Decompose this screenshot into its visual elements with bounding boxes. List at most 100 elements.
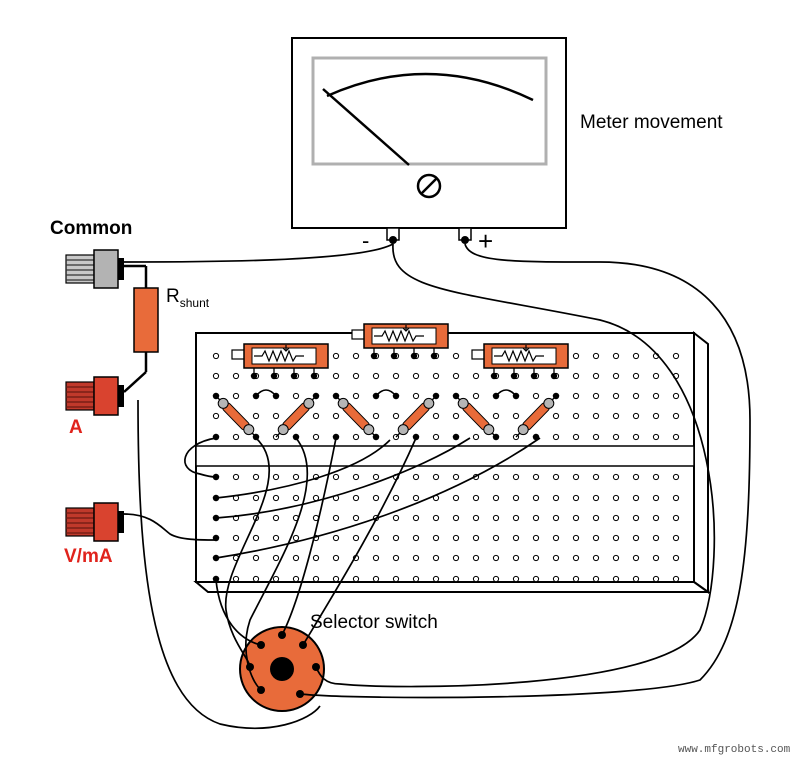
breadboard-hole — [452, 473, 460, 481]
breadboard-hole — [552, 473, 560, 481]
resistor-icon — [515, 395, 557, 438]
breadboard-hole — [532, 575, 540, 583]
breadboard-hole — [652, 534, 660, 542]
breadboard-hole — [492, 473, 500, 481]
breadboard-hole — [612, 412, 620, 420]
breadboard-hole — [632, 514, 640, 522]
meter-negative-terminal[interactable] — [386, 227, 400, 244]
breadboard-hole — [232, 534, 240, 542]
breadboard-hole — [472, 514, 480, 522]
breadboard-hole — [392, 575, 400, 583]
common-jack[interactable] — [65, 249, 124, 289]
breadboard-hole — [332, 372, 340, 380]
amp-jack[interactable] — [65, 376, 124, 416]
breadboard-hole — [572, 534, 580, 542]
breadboard-hole — [632, 412, 640, 420]
watermark: www.mfgrobots.com — [678, 744, 791, 756]
selector-switch[interactable] — [239, 626, 325, 712]
breadboard-hole — [372, 554, 380, 562]
shunt-resistor-label: Rshunt — [166, 286, 209, 310]
breadboard-hole — [352, 575, 360, 583]
meter-movement-label: Meter movement — [580, 112, 723, 133]
breadboard-hole — [552, 575, 560, 583]
shunt-resistor — [123, 264, 159, 393]
breadboard-hole — [492, 534, 500, 542]
breadboard-hole — [272, 473, 280, 481]
selector-switch-label: Selector switch — [310, 612, 438, 633]
breadboard-hole — [652, 392, 660, 400]
volt-ma-jack[interactable] — [65, 502, 124, 542]
breadboard-hole — [572, 372, 580, 380]
breadboard-hole — [492, 575, 500, 583]
breadboard-hole — [432, 514, 440, 522]
breadboard-hole — [352, 494, 360, 502]
breadboard-hole — [592, 554, 600, 562]
breadboard-hole — [552, 514, 560, 522]
breadboard-hole — [372, 575, 380, 583]
breadboard-hole — [672, 473, 680, 481]
breadboard-hole — [292, 494, 300, 502]
breadboard-hole — [632, 372, 640, 380]
potentiometer-icon — [374, 329, 424, 343]
breadboard-hole — [352, 514, 360, 522]
range-resistors — [215, 395, 557, 438]
breadboard-hole — [632, 575, 640, 583]
breadboard-hole — [552, 433, 560, 441]
breadboard-hole — [472, 494, 480, 502]
breadboard-hole — [372, 494, 380, 502]
breadboard-hole — [632, 494, 640, 502]
breadboard-hole — [472, 372, 480, 380]
breadboard-hole — [572, 494, 580, 502]
breadboard-hole — [332, 575, 340, 583]
breadboard-hole — [272, 554, 280, 562]
resistor-icon — [133, 287, 159, 353]
breadboard-hole — [432, 575, 440, 583]
breadboard-hole — [472, 554, 480, 562]
breadboard-hole — [412, 514, 420, 522]
shunt-label-sub: shunt — [179, 296, 210, 310]
breadboard-hole — [432, 412, 440, 420]
breadboard-hole — [612, 575, 620, 583]
breadboard-hole-used — [452, 433, 460, 441]
breadboard-hole — [252, 473, 260, 481]
breadboard-hole — [492, 494, 500, 502]
breadboard-hole — [232, 433, 240, 441]
meter-positive-terminal[interactable] — [458, 227, 472, 244]
breadboard-hole — [612, 554, 620, 562]
breadboard-hole — [252, 575, 260, 583]
breadboard-hole — [652, 554, 660, 562]
breadboard-hole — [592, 575, 600, 583]
potentiometer-left[interactable] — [231, 343, 329, 369]
breadboard-hole — [492, 554, 500, 562]
breadboard-hole — [412, 575, 420, 583]
potentiometer-icon — [254, 349, 304, 363]
breadboard-hole — [612, 372, 620, 380]
breadboard-hole — [592, 433, 600, 441]
breadboard-hole — [472, 534, 480, 542]
potentiometer-right[interactable] — [471, 343, 569, 369]
breadboard-hole — [452, 554, 460, 562]
volt-ma-label: V/mA — [64, 546, 113, 567]
breadboard-hole — [612, 433, 620, 441]
breadboard-hole — [272, 494, 280, 502]
breadboard-hole — [552, 494, 560, 502]
potentiometer-middle[interactable] — [351, 323, 449, 349]
breadboard-hole — [352, 433, 360, 441]
breadboard-hole — [672, 514, 680, 522]
breadboard-hole — [572, 392, 580, 400]
breadboard-hole — [632, 433, 640, 441]
breadboard-hole — [672, 352, 680, 360]
breadboard-hole — [232, 372, 240, 380]
breadboard-hole — [592, 392, 600, 400]
amp-label: A — [69, 417, 83, 438]
breadboard-hole — [572, 433, 580, 441]
breadboard-hole — [452, 372, 460, 380]
breadboard-hole — [512, 494, 520, 502]
meter-zero-adjust-icon[interactable] — [416, 173, 442, 199]
breadboard-hole — [332, 514, 340, 522]
breadboard-hole — [332, 554, 340, 562]
breadboard-hole — [632, 534, 640, 542]
breadboard-hole — [332, 412, 340, 420]
resistor-icon — [335, 395, 377, 438]
